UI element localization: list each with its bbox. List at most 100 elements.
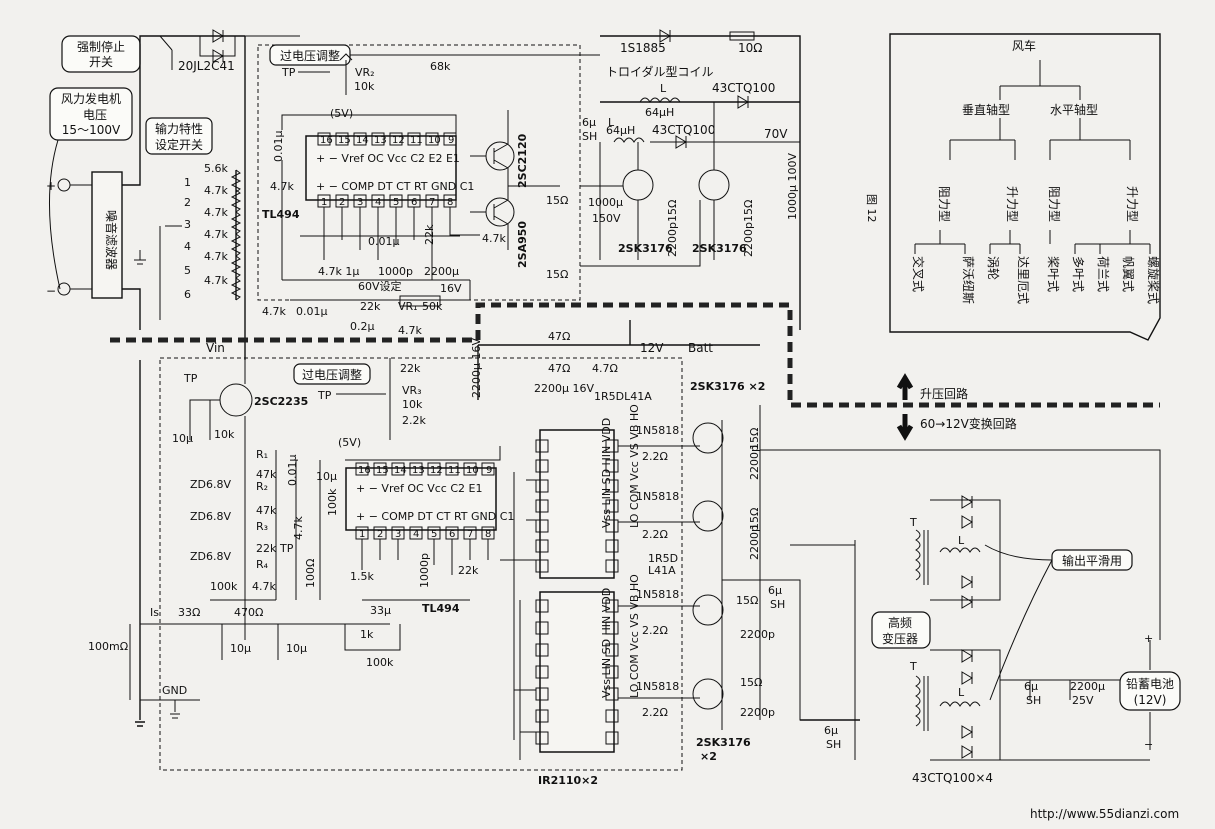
svg-text:12: 12 [430, 465, 443, 476]
r-15ohm-d: 15Ω [748, 508, 761, 530]
svg-text:14: 14 [356, 135, 369, 146]
c-1u-top: 4.7k 1μ [318, 265, 359, 278]
rectifier-label: 43CTQ100×4 [912, 771, 993, 785]
svg-text:15: 15 [376, 465, 389, 476]
fet-x2-top: 2SK3176 ×2 [690, 380, 765, 393]
transistor-2sc2235 [219, 383, 253, 417]
c-2200p-d: 2200p [748, 525, 761, 560]
diode-label-top: 20JL2C41 [178, 59, 235, 73]
zener-3: ZD6.8V [190, 550, 231, 563]
ovp-adjust-label-mid: 过电压调整 [302, 367, 362, 382]
batt-label: Batt [688, 341, 713, 355]
noise-filter-box [91, 171, 123, 299]
r-15ohm-b: 15Ω [742, 200, 755, 222]
zener-2: ZD6.8V [190, 510, 231, 523]
r-5_6k: 5.6k [204, 162, 228, 175]
force-stop-label: 强制停止 [77, 39, 125, 54]
r-68k: 68k [430, 60, 451, 73]
fet-label-a: 2SK3176 [618, 242, 673, 255]
fet-x2-low: ×2 [700, 750, 717, 763]
diode-1n5818-a: 1N5818 [636, 424, 679, 437]
r-4_7ohm: 4.7Ω [592, 362, 618, 375]
r-22k-mid: 22k [458, 564, 479, 577]
r-47k-b: 47k [256, 504, 277, 517]
svg-text:2: 2 [339, 197, 345, 208]
ir2110-b-text1: Vss LIN SD HIN VDD [600, 588, 613, 698]
inductor-64uh-top: 64μH [645, 106, 674, 119]
mosfet-conv-3 [692, 594, 724, 626]
r-47k-a: 47k [256, 468, 277, 481]
r-10ohm: 10Ω [738, 41, 762, 55]
svg-text:11: 11 [448, 465, 461, 476]
cap-1000u: 1000μ [588, 196, 623, 209]
tree-h-lift: 升力型 [1125, 186, 1139, 222]
tree-root: 风车 [1012, 38, 1036, 53]
section-divider [110, 302, 1160, 408]
svg-text:3: 3 [395, 529, 401, 540]
r-33ohm: 33Ω [178, 606, 200, 619]
diode-1r5dl41a: 1R5DL41A [594, 390, 652, 403]
r-470ohm: 470Ω [234, 606, 263, 619]
r-15ohm-gate-a: 15Ω [546, 194, 568, 207]
inductor-L-out2: L [958, 686, 965, 699]
cap-2200u-16v-b: 2200μ 16V [534, 382, 594, 395]
c-1000p-top: 1000p [378, 265, 413, 278]
v-70v: 70V [764, 127, 788, 141]
output-transformers: T T L L 输出平滑用 高频 变压器 6μ SH 2200μ 25V 铅蓄电… [760, 449, 1181, 785]
cap-6u-out: 6μ [1024, 680, 1038, 693]
toroid-label: トロイダル型コイル [606, 64, 714, 79]
cap-2200u-out: 2200μ [1070, 680, 1105, 693]
tl494-mid-inner-row2: + − COMP DT CT RT GND C1 [356, 510, 514, 523]
transformer-T-top: T [909, 516, 917, 529]
cap-10u-low-b: 10μ [286, 642, 307, 655]
diode-1n5818-d: 1N5818 [636, 680, 679, 693]
r-4_7k-left: 4.7k [262, 305, 286, 318]
r-2_2ohm-a: 2.2Ω [642, 450, 668, 463]
r-100k-low: 100k [366, 656, 394, 669]
zener-1: ZD6.8V [190, 478, 231, 491]
is-label: Is [150, 606, 159, 619]
plus-terminal: + [46, 179, 56, 193]
vr2-label: VR₂ [355, 66, 375, 79]
fet-label-b: 2SK3176 [692, 242, 747, 255]
output-setting-callout [145, 117, 213, 155]
r-15ohm-gate-b: 15Ω [546, 268, 568, 281]
svg-text:7: 7 [429, 197, 435, 208]
r-2_2ohm-c: 2.2Ω [642, 624, 668, 637]
c-0_01u-mid: 0.01μ [286, 455, 299, 487]
r-1k: 1k [360, 628, 374, 641]
r-1_5k: 1.5k [350, 570, 374, 583]
vref-5v-mid: (5V) [338, 436, 361, 449]
vref-5v-top: (5V) [330, 107, 353, 120]
tree-v-lift: 升力型 [1005, 186, 1019, 222]
svg-text:16: 16 [320, 135, 333, 146]
ir2110-chip-b [539, 591, 615, 753]
inductor-L-top: L [660, 82, 667, 95]
c-0_01u-c: 0.01μ [296, 305, 328, 318]
c-2200p-b: 2200p [742, 222, 755, 257]
ir2110-drivers: Vss LIN SD HIN VDD LO COM Vcc VS VB HO V… [500, 404, 860, 787]
minus-terminal: − [46, 284, 56, 298]
transformer-coil-top [915, 529, 929, 585]
vr2-value: 10k [354, 80, 375, 93]
tl494-mid-inner-row1: + − Vref OC Vcc C2 E1 [356, 482, 482, 495]
inductor-L-out1: L [958, 534, 965, 547]
boost-control-block: 过电压调整 TP VR₂ 10k 68k (5V) 16 15 14 13 12… [257, 44, 600, 337]
r-100mohm: 100mΩ [88, 640, 128, 653]
ir2110-a-text2: LO COM Vcc VS VB HO [628, 404, 641, 528]
vin-label: Vin [206, 341, 225, 355]
r-4_7k-ladder: 4.7k [252, 580, 276, 593]
switch-pos-3: 3 [184, 218, 191, 231]
label-2sa950: 2SA950 [516, 221, 529, 268]
cap-25v-out: 25V [1072, 694, 1094, 707]
tp-label-low: TP [279, 542, 294, 555]
r-15ohm-f: 15Ω [740, 676, 762, 689]
switch-pos-1: 1 [184, 176, 191, 189]
force-stop-label2: 开关 [89, 55, 113, 69]
svg-text:7: 7 [467, 529, 473, 540]
tree-horizontal: 水平轴型 [1050, 102, 1098, 117]
tl494-chip-mid [345, 467, 497, 531]
converter-circuit-label: 60→12V变换回路 [920, 416, 1017, 431]
figure-number: 图 12 [865, 194, 878, 223]
